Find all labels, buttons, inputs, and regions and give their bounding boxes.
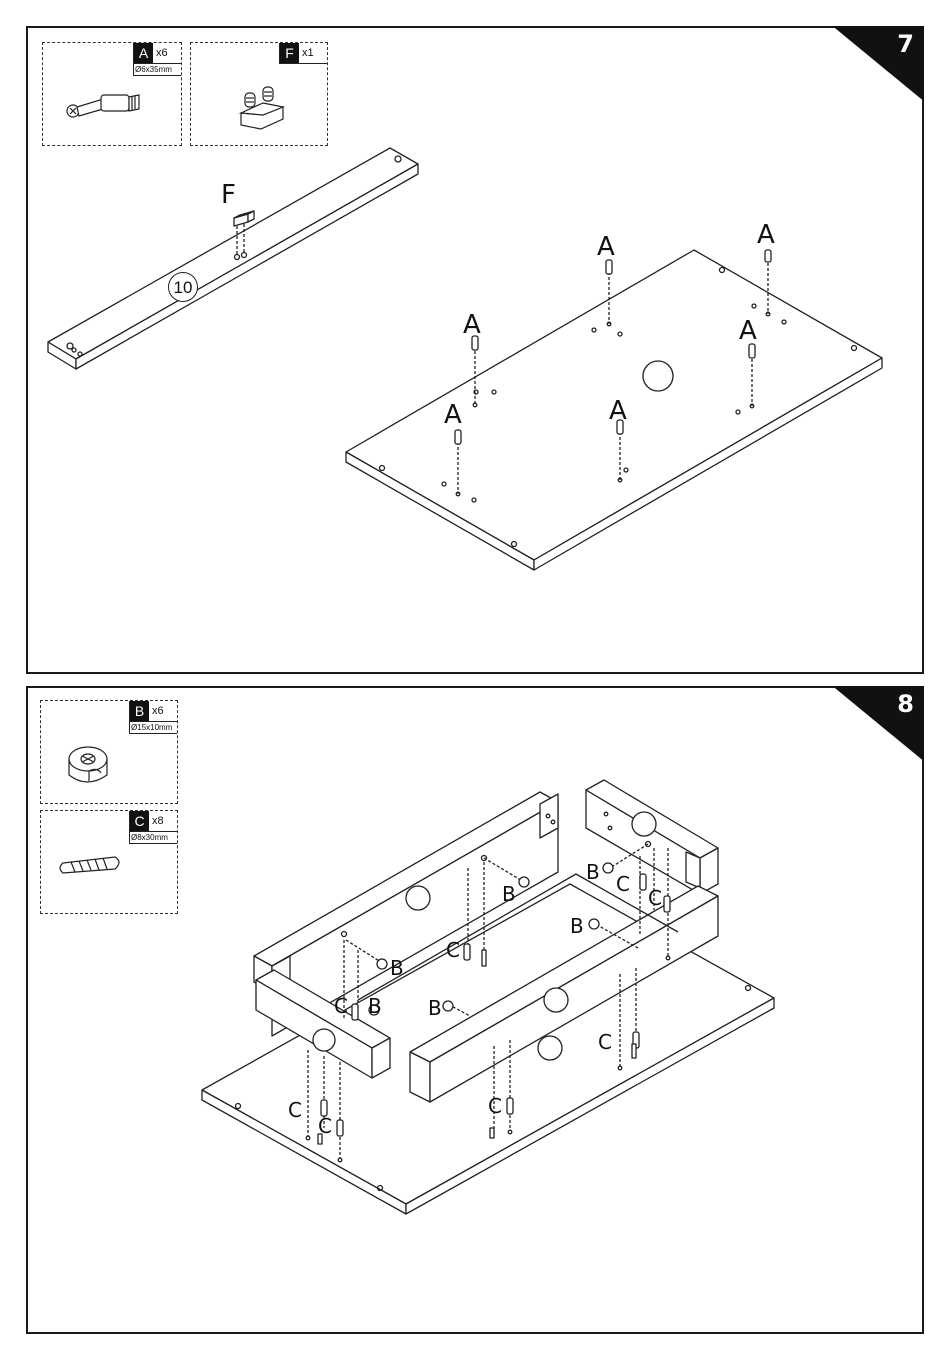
label-b: B [586,862,600,882]
label-b: B [502,884,516,904]
label-a: A [739,318,757,344]
step-7-illustration [28,28,926,676]
label-c: C [616,874,630,894]
label-c: C [488,1096,502,1116]
label-f: F [221,182,236,208]
step-8-illustration [28,688,926,1336]
label-a: A [597,234,615,260]
panel-number-badge: 10 [168,272,198,302]
label-c: C [648,888,662,908]
label-c: C [334,996,348,1016]
label-c: C [318,1116,332,1136]
label-b: B [570,916,584,936]
label-a: A [444,402,462,428]
label-a: A [463,312,481,338]
label-b: B [428,998,442,1018]
label-c: C [446,940,460,960]
label-c: C [598,1032,612,1052]
label-b: B [390,958,404,978]
label-a: A [757,222,775,248]
label-b: B [368,996,382,1016]
label-c: C [288,1100,302,1120]
label-a: A [609,398,627,424]
